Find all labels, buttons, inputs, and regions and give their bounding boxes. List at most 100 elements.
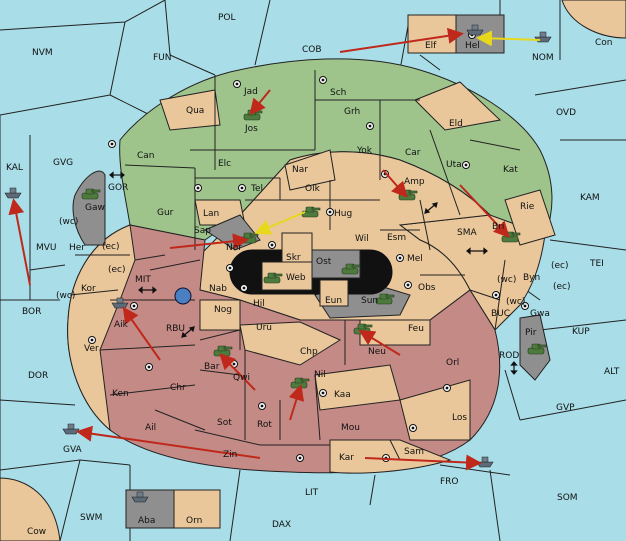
sea-label: POL — [218, 13, 236, 23]
land-label: Rot — [257, 420, 272, 430]
sea-label: SWM — [80, 513, 102, 523]
units — [4, 24, 552, 503]
land-label: Kar — [339, 453, 354, 463]
land-label: Kaa — [334, 390, 351, 400]
land-label: Jos — [244, 124, 258, 134]
land-label: Rie — [520, 202, 535, 212]
land-label: Esm — [387, 233, 406, 243]
sea-label: RBU — [166, 324, 185, 334]
land-eld[interactable] — [414, 81, 502, 131]
sea-label: KAL — [6, 163, 23, 173]
land-rie[interactable] — [504, 189, 556, 246]
supply-center-icon — [258, 402, 266, 410]
land-label: Tel — [250, 184, 263, 194]
coast-label: (ec) — [551, 261, 569, 271]
coast-label: (wc) — [56, 291, 75, 301]
land-label: Bri — [492, 222, 504, 232]
sea-labels: POL NVM FUN COB Con NOM OVD KAL GVG GOR … — [6, 13, 620, 537]
land-aba[interactable] — [125, 489, 175, 529]
land-label: Lan — [203, 209, 219, 219]
supply-center-icon — [296, 454, 304, 462]
coast-label: (wc) — [59, 217, 78, 227]
supply-center-icon — [366, 122, 374, 130]
land-label: Bar — [204, 362, 220, 372]
land-label: Sun — [361, 296, 378, 306]
sea-label: GVA — [63, 445, 83, 455]
land-label: Nar — [292, 165, 308, 175]
supply-center-icon — [409, 424, 417, 432]
supply-center-icon — [130, 302, 138, 310]
land-label: Qwi — [233, 373, 250, 383]
land-label: Ail — [145, 423, 156, 433]
sea-label: BUC — [491, 309, 510, 319]
sea-label: GOR — [108, 183, 128, 193]
land-label: Uru — [256, 323, 272, 333]
land-nar[interactable] — [284, 149, 336, 191]
land-label: Eun — [325, 296, 342, 306]
double-arrow-icon — [109, 171, 125, 179]
supply-center-icon — [145, 363, 153, 371]
sea-label: DAX — [272, 520, 291, 530]
land-label: Ken — [112, 389, 129, 399]
supply-center-icon — [194, 184, 202, 192]
coast-labels: (wc) (ec) (wc) (ec) (wc) (ec) (wc) (ec) — [56, 217, 571, 307]
land-label: Can — [137, 151, 155, 161]
land-label: Los — [452, 413, 467, 423]
land-label: Olk — [305, 184, 321, 194]
supply-center-icon — [492, 291, 500, 299]
order-arrows — [8, 27, 541, 471]
land-label: Skr — [286, 253, 301, 263]
land-label: Pir — [525, 328, 537, 338]
supply-center-icon — [462, 161, 470, 169]
coast-label: (ec) — [102, 242, 120, 252]
sea-label: NVM — [32, 48, 53, 58]
sea-label: MIT — [135, 275, 151, 285]
sea-label: FUN — [153, 53, 172, 63]
land-label: Elc — [218, 159, 231, 169]
land-label: Nor — [226, 243, 242, 253]
sea-label: Con — [595, 38, 613, 48]
land-label: Car — [405, 148, 421, 158]
sea-label: OVD — [556, 108, 576, 118]
land-label: Feu — [408, 324, 424, 334]
land-label: Orl — [446, 358, 459, 368]
land-label: Chr — [170, 383, 186, 393]
land-label: Qua — [186, 106, 204, 116]
sea-label: BOR — [22, 307, 41, 317]
land-chp[interactable] — [239, 321, 342, 366]
land-gaw[interactable] — [72, 170, 106, 246]
land-hel[interactable] — [455, 14, 505, 54]
land-label: Hug — [334, 209, 352, 219]
coast-label: (wc) — [497, 275, 516, 285]
land-label: Kor — [81, 284, 96, 294]
land-label: Sch — [330, 88, 346, 98]
land-label: Sot — [217, 418, 232, 428]
land-label: Ver — [84, 344, 99, 354]
land-label: Ost — [316, 257, 332, 267]
land-label: Sap — [194, 226, 211, 236]
land-label: Jad — [243, 87, 258, 97]
double-arrow-icon — [424, 202, 438, 214]
land-label: Grh — [344, 107, 360, 117]
land-label: Elf — [425, 41, 437, 51]
land-label: Gwa — [530, 309, 550, 319]
supply-center-icon — [326, 208, 334, 216]
land-orn[interactable] — [173, 489, 221, 529]
supply-center-icon — [238, 184, 246, 192]
sea-label: COB — [302, 45, 322, 55]
land-label: Her — [69, 243, 85, 253]
tan-south[interactable] — [329, 439, 452, 474]
sea-label: ROD — [499, 351, 519, 361]
land-label: Eld — [449, 119, 463, 129]
sea-label: KUP — [572, 327, 590, 337]
sea-label: GVP — [556, 403, 575, 413]
double-arrow-icon — [181, 326, 195, 338]
land-skr[interactable] — [281, 232, 313, 264]
land-label: Zin — [223, 450, 237, 460]
land-eun[interactable] — [319, 279, 349, 307]
land-label: Hil — [253, 299, 265, 309]
sea-label: FRO — [440, 477, 459, 487]
land-qua[interactable] — [159, 89, 221, 131]
